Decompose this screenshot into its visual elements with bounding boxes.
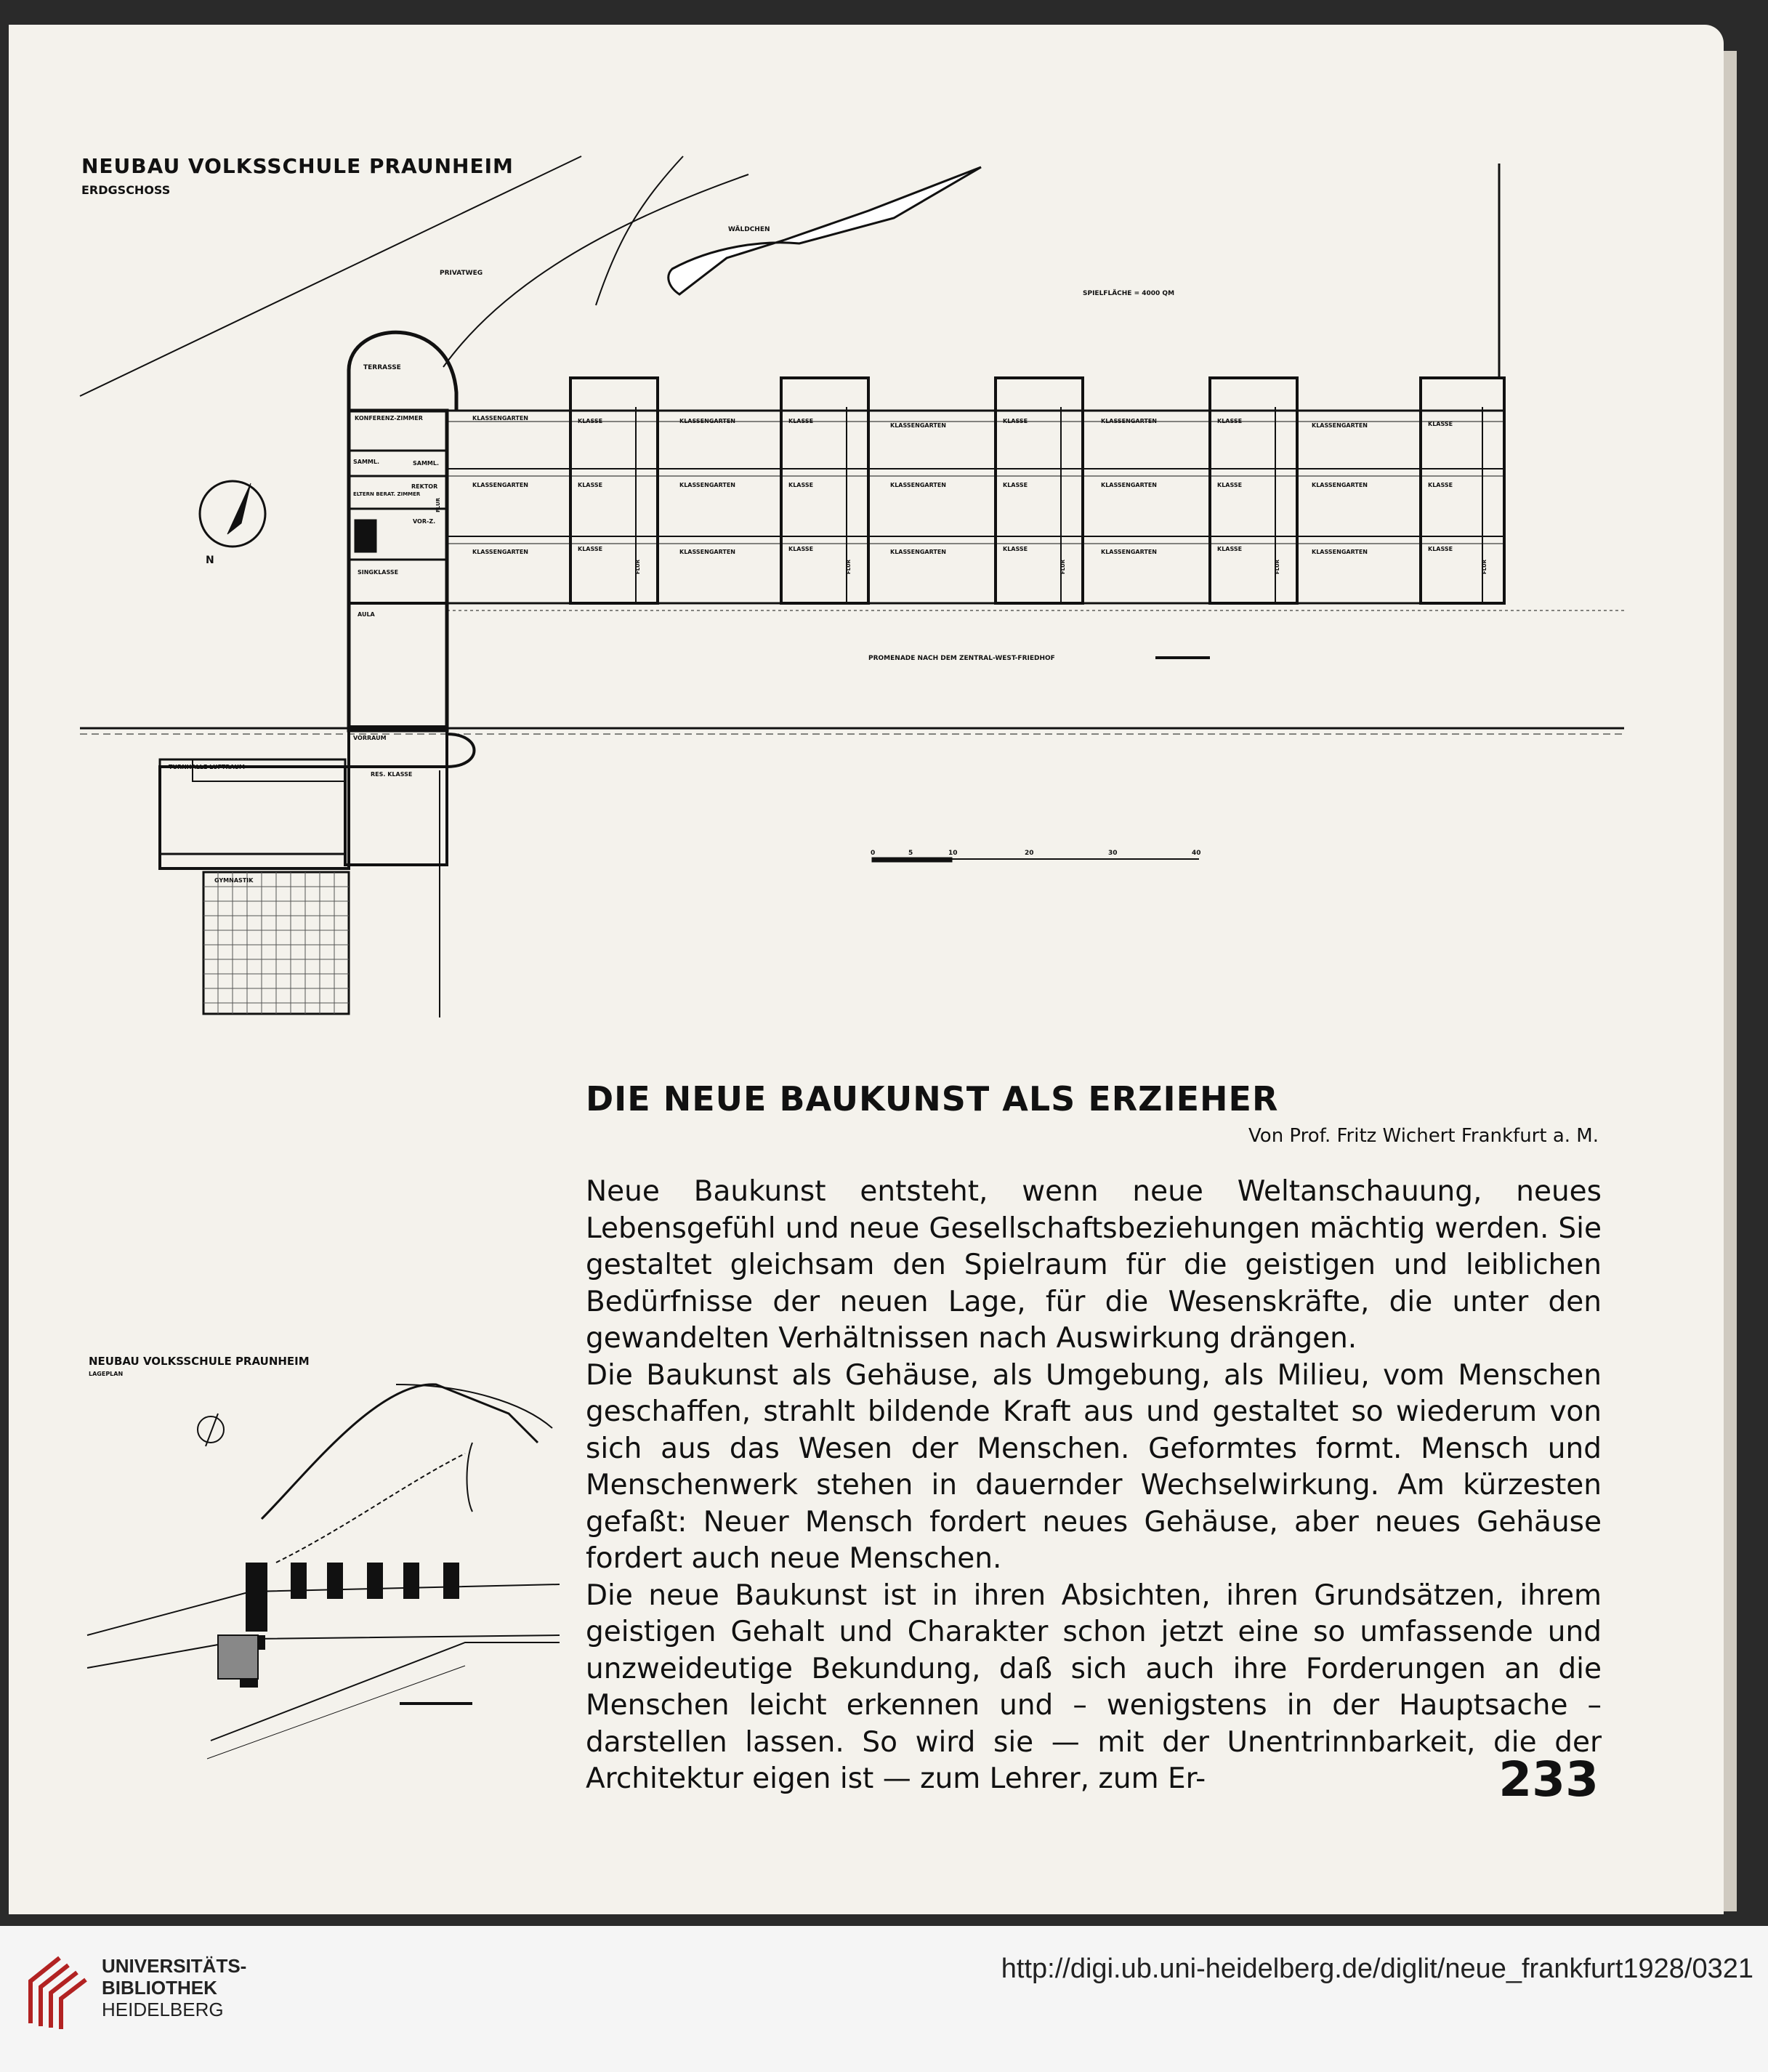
- page-number: 233: [1498, 1751, 1599, 1807]
- label-klassengarten: KLASSENGARTEN: [679, 482, 735, 488]
- label-klassengarten: KLASSENGARTEN: [890, 549, 946, 555]
- label-flur: FLUR: [1060, 559, 1066, 574]
- label-klassengarten: KLASSENGARTEN: [679, 549, 735, 555]
- label-vorz: VOR-Z.: [413, 518, 435, 525]
- label-flur: FLUR: [1482, 559, 1488, 574]
- label-klasse: KLASSE: [578, 546, 602, 552]
- label-klassengarten: KLASSENGARTEN: [679, 418, 735, 424]
- label-klassengarten: KLASSENGARTEN: [1312, 422, 1368, 429]
- label-klasse: KLASSE: [1217, 546, 1242, 552]
- scale-tick: 30: [1108, 850, 1118, 857]
- label-privatweg: PRIVATWEG: [440, 270, 483, 277]
- scale-tick: 5: [908, 850, 913, 857]
- floor-plan-title: NEUBAU VOLKSSCHULE PRAUNHEIM: [81, 154, 514, 178]
- label-klasse: KLASSE: [1003, 546, 1028, 552]
- floor-plan-subtitle: ERDGSCHOSS: [81, 183, 171, 197]
- page-edge: [1724, 51, 1737, 1911]
- label-res-klasse: RES. KLASSE: [371, 771, 412, 778]
- label-singklasse: SINGKLASSE: [358, 569, 398, 576]
- label-klasse: KLASSE: [788, 482, 813, 488]
- label-klasse: KLASSE: [1217, 482, 1242, 488]
- label-klasse: KLASSE: [1217, 418, 1242, 424]
- label-klassengarten: KLASSENGARTEN: [472, 549, 528, 555]
- label-klassengarten: KLASSENGARTEN: [1312, 549, 1368, 555]
- label-klasse: KLASSE: [1003, 418, 1028, 424]
- label-klasse: KLASSE: [578, 418, 602, 424]
- label-rektor: REKTOR: [411, 483, 437, 490]
- label-eltern: ELTERN BERAT. ZIMMER: [353, 491, 421, 497]
- label-turnhalle: TURNHALLE LUFTRAUM: [169, 764, 245, 770]
- scale-tick: 20: [1025, 850, 1034, 857]
- article-paragraph: Die Baukunst als Gehäuse, als Umgebung, …: [586, 1358, 1602, 1576]
- label-klassengarten: KLASSENGARTEN: [472, 482, 528, 488]
- label-klassengarten: KLASSENGARTEN: [1101, 482, 1157, 488]
- label-aula: AULA: [358, 611, 376, 618]
- article-paragraph: Die neue Baukunst ist in ihren Absichten…: [586, 1579, 1602, 1796]
- scale-tick: 0: [871, 850, 875, 857]
- library-logo-icon: [28, 1956, 87, 2029]
- scale-tick: 10: [948, 850, 958, 857]
- label-flur: FLUR: [635, 559, 641, 574]
- label-flur: FLUR: [435, 497, 441, 512]
- label-vorraum: VORRAUM: [353, 735, 387, 741]
- library-name-line: UNIVERSITÄTS-: [102, 1955, 247, 1977]
- label-klasse: KLASSE: [788, 546, 813, 552]
- label-klassengarten: KLASSENGARTEN: [1312, 482, 1368, 488]
- label-gymnastik: GYMNASTIK: [214, 877, 254, 884]
- label-klasse: KLASSE: [788, 418, 813, 424]
- label-klassengarten: KLASSENGARTEN: [1101, 418, 1157, 424]
- label-samml-1: SAMML.: [353, 459, 379, 465]
- label-samml-2: SAMML.: [413, 460, 439, 467]
- label-klassengarten: KLASSENGARTEN: [890, 482, 946, 488]
- article-body: Neue Baukunst entsteht, wenn neue Weltan…: [586, 1174, 1602, 1798]
- site-plan-subtitle: LAGEPLAN: [89, 1371, 124, 1377]
- scanned-page: [9, 25, 1724, 1914]
- label-konferenz: KONFERENZ-ZIMMER: [355, 415, 423, 422]
- label-klasse: KLASSE: [1428, 546, 1453, 552]
- label-klassengarten: KLASSENGARTEN: [472, 415, 528, 422]
- label-klasse: KLASSE: [1428, 482, 1453, 488]
- label-flur: FLUR: [846, 559, 852, 574]
- scale-tick: 40: [1192, 850, 1201, 857]
- label-waldchen: WÄLDCHEN: [728, 225, 770, 233]
- viewer-footer: [0, 1926, 1768, 2072]
- article-paragraph: Neue Baukunst entsteht, wenn neue Weltan…: [586, 1175, 1602, 1355]
- library-name-line: BIBLIOTHEK: [102, 1977, 217, 1999]
- article-title: DIE NEUE BAUKUNST ALS ERZIEHER: [586, 1079, 1279, 1118]
- label-klasse: KLASSE: [1003, 482, 1028, 488]
- label-promenade: PROMENADE NACH DEM ZENTRAL-WEST-FRIEDHOF: [868, 655, 1055, 662]
- label-klasse: KLASSE: [578, 482, 602, 488]
- label-klassengarten: KLASSENGARTEN: [1101, 549, 1157, 555]
- site-plan-title: NEUBAU VOLKSSCHULE PRAUNHEIM: [89, 1355, 310, 1368]
- article-byline: Von Prof. Fritz Wichert Frankfurt a. M.: [1248, 1125, 1599, 1147]
- label-terrasse: TERRASSE: [363, 364, 401, 371]
- label-klasse: KLASSE: [1428, 421, 1453, 427]
- library-name: UNIVERSITÄTS- BIBLIOTHEK HEIDELBERG: [102, 1955, 246, 2020]
- label-flur: FLUR: [1275, 559, 1280, 574]
- label-klassengarten: KLASSENGARTEN: [890, 422, 946, 429]
- north-label: N: [206, 555, 214, 566]
- library-name-line: HEIDELBERG: [102, 1999, 224, 2020]
- label-spielflache: SPIELFLÄCHE = 4000 QM: [1083, 289, 1174, 297]
- permalink-url[interactable]: http://digi.ub.uni-heidelberg.de/diglit/…: [1001, 1954, 1753, 1984]
